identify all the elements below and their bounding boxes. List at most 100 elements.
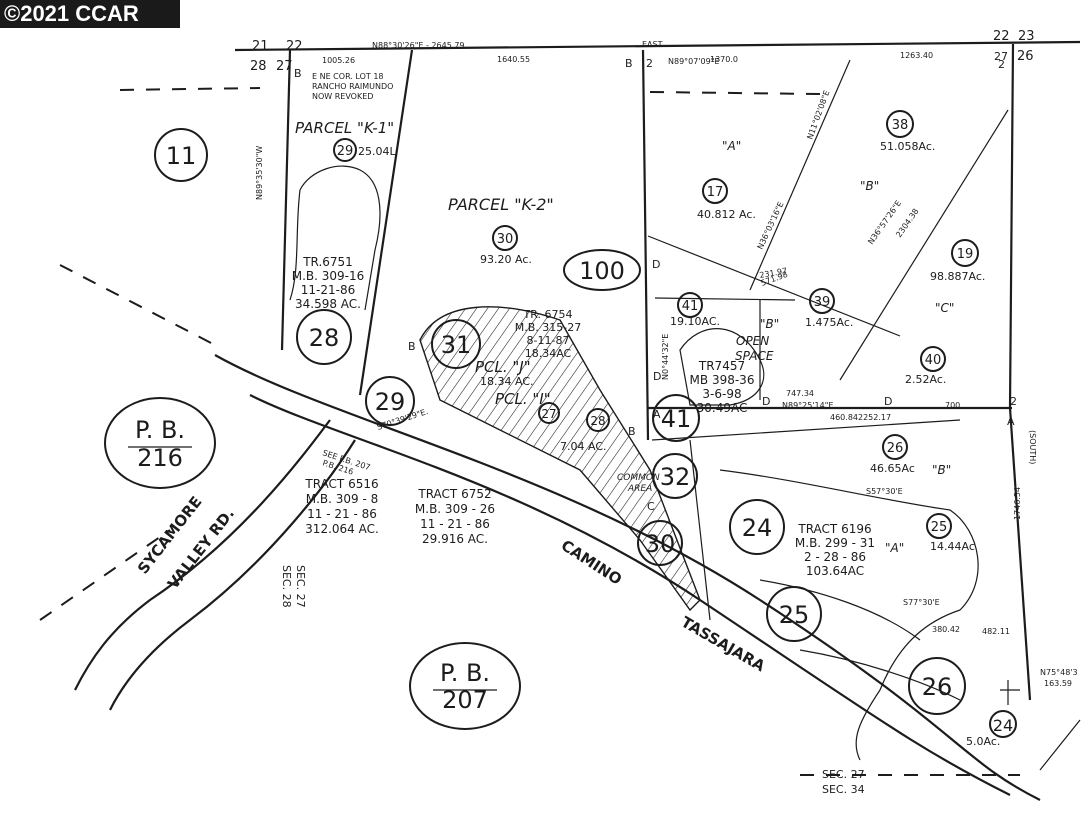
tract-area: 312.064 AC. bbox=[305, 522, 379, 536]
bearing: 747.34 bbox=[786, 389, 814, 398]
point-letter: C bbox=[647, 500, 655, 513]
small-circle-17: 17 bbox=[707, 185, 724, 200]
tract-mb: M.B. 309-16 bbox=[292, 269, 365, 283]
bearing: S77°30'E bbox=[903, 598, 940, 607]
tract-name: TRACT 6196 bbox=[797, 522, 871, 536]
tract-name: TR7457 bbox=[698, 359, 745, 373]
tract-date: 8-11-87 bbox=[527, 334, 570, 347]
section-34: SEC. 34 bbox=[822, 783, 865, 796]
acreage-29: 25.04L bbox=[358, 145, 396, 158]
tract-name: TRACT 6516 bbox=[304, 477, 378, 491]
bearing: 2252.17 bbox=[858, 413, 891, 422]
section-27-south: SEC. 27 bbox=[822, 768, 865, 781]
bearing: EAST bbox=[642, 40, 663, 49]
tract-mb: M.B. 309 - 26 bbox=[415, 502, 495, 516]
point-letter: D bbox=[652, 258, 660, 271]
bearing: N75°48'3 bbox=[1040, 668, 1078, 677]
tract-date: 11 - 21 - 86 bbox=[307, 507, 377, 521]
point-letter: 2 bbox=[998, 58, 1005, 71]
parcel-circle-28: 28 bbox=[309, 324, 340, 352]
small-circle-30: 30 bbox=[497, 232, 514, 247]
point-letters: B B D D D D A A B C B 2 2 2 bbox=[294, 57, 1017, 513]
bearing: N36°57'26"E bbox=[866, 199, 903, 246]
parcel-circles: 11 28 31 29 41 32 30 24 25 26 24 bbox=[154, 128, 1017, 738]
corner-28: 28 bbox=[250, 59, 267, 74]
point-letter: A bbox=[653, 408, 661, 421]
label-a-25: "A" bbox=[885, 541, 904, 555]
tract-area: 29.916 AC. bbox=[422, 532, 488, 546]
tract-date: 2 - 28 - 86 bbox=[804, 550, 866, 564]
tract-name: TR. 6754 bbox=[523, 308, 573, 321]
tract-name: TR.6751 bbox=[302, 255, 353, 269]
bearing: 1005.26 bbox=[322, 56, 355, 65]
bearing: N89°35'30"W bbox=[255, 146, 264, 200]
point-letter: A bbox=[1007, 415, 1015, 428]
small-circle-38: 38 bbox=[892, 118, 909, 133]
street-camino: CAMINO bbox=[558, 536, 625, 588]
parcel-labels: PARCEL "K-1" PARCEL "K-2" PCL. "J" PCL. … bbox=[295, 119, 954, 555]
parcel-circle-31: 31 bbox=[441, 331, 472, 359]
tract-date: 11-21-86 bbox=[301, 283, 355, 297]
label-b-open: "B" bbox=[760, 317, 779, 331]
parcel-circle-11: 11 bbox=[166, 142, 197, 170]
small-circle-28: 28 bbox=[590, 414, 605, 428]
bearing: 1640.55 bbox=[497, 55, 530, 64]
oval-100-label: 100 bbox=[579, 257, 625, 285]
point-letter: 2 bbox=[646, 57, 653, 70]
tract-mb: M.B. 315-27 bbox=[515, 321, 582, 334]
acreage-j: 18.34 AC. bbox=[480, 375, 534, 388]
corner-numbers: 21 22 28 27 22 23 27 26 bbox=[250, 29, 1035, 74]
bearing: N88°30'26"E - 2645.79 bbox=[372, 41, 465, 50]
acreage-41: 19.10AC. bbox=[670, 315, 720, 328]
oval-100: 100 bbox=[563, 249, 641, 291]
small-circle-25: 25 bbox=[931, 520, 948, 535]
tract-6752: TRACT 6752 M.B. 309 - 26 11 - 21 - 86 29… bbox=[415, 487, 495, 546]
parcel-circle-26: 26 bbox=[922, 673, 953, 701]
bearing: 482.11 bbox=[982, 627, 1010, 636]
small-circle-40: 40 bbox=[925, 353, 942, 368]
corner-27-east: 27 bbox=[994, 50, 1008, 63]
small-parcel-circles: 29 30 17 38 19 41 39 40 26 25 27 28 bbox=[333, 110, 979, 539]
point-letter: B bbox=[625, 57, 633, 70]
tract-6751: TR.6751 M.B. 309-16 11-21-86 34.598 AC. bbox=[292, 255, 365, 311]
bearing: NOW REVOKED bbox=[312, 92, 373, 101]
bearing: 1263.40 bbox=[900, 51, 933, 60]
tract-name: TRACT 6752 bbox=[417, 487, 491, 501]
tract-area: 30.49AC bbox=[697, 401, 748, 415]
corner-26: 26 bbox=[1017, 49, 1034, 64]
hatched-common-area bbox=[419, 306, 701, 612]
acreage-25: 14.44Ac bbox=[930, 540, 975, 553]
tract-7457: TR7457 MB 398-36 3-6-98 30.49AC bbox=[690, 359, 755, 415]
acreage-hatched: 7.04 AC. bbox=[560, 440, 607, 453]
section-28: SEC. 28 bbox=[280, 565, 293, 608]
book-ref-216: P. B. 216 bbox=[104, 397, 216, 489]
bearing: N89°07'09"E bbox=[668, 57, 719, 66]
book-ref-207-bottom: 207 bbox=[442, 686, 488, 714]
acreage-labels: 25.04L 93.20 Ac. 40.812 Ac. 51.058Ac. 98… bbox=[358, 140, 1000, 748]
acreage-19: 98.887Ac. bbox=[930, 270, 985, 283]
point-letter: B bbox=[628, 425, 636, 438]
bearing-labels: N88°30'26"E - 2645.79 1005.26 1640.55 EA… bbox=[255, 40, 1078, 688]
acreage-38: 51.058Ac. bbox=[880, 140, 935, 153]
parcel-circle-24: 24 bbox=[742, 514, 773, 542]
acreage-26: 46.65Ac bbox=[870, 462, 915, 475]
label-a-17: "A" bbox=[722, 139, 741, 153]
point-letter: 2 bbox=[1010, 395, 1017, 408]
parcel-circle-30: 30 bbox=[645, 530, 676, 558]
label-common: COMMON bbox=[617, 473, 660, 483]
corner-27-west: 27 bbox=[276, 59, 293, 74]
label-b-26: "B" bbox=[932, 463, 951, 477]
acreage-24: 5.0Ac. bbox=[966, 735, 1000, 748]
acreage-30: 93.20 Ac. bbox=[480, 253, 532, 266]
point-letter: B bbox=[408, 340, 416, 353]
acreage-40: 2.52Ac. bbox=[905, 373, 946, 386]
acreage-17: 40.812 Ac. bbox=[697, 208, 756, 221]
bearing: 163.59 bbox=[1044, 679, 1072, 688]
label-space: SPACE bbox=[735, 349, 774, 363]
label-parcel-k1: PARCEL "K-1" bbox=[295, 119, 394, 137]
bearing: E NE COR. LOT 18 bbox=[312, 72, 384, 81]
tract-area: 18.34AC bbox=[525, 347, 572, 360]
label-open: OPEN bbox=[736, 334, 769, 348]
survey-markers bbox=[1000, 680, 1020, 705]
small-circle-26: 26 bbox=[887, 441, 904, 456]
